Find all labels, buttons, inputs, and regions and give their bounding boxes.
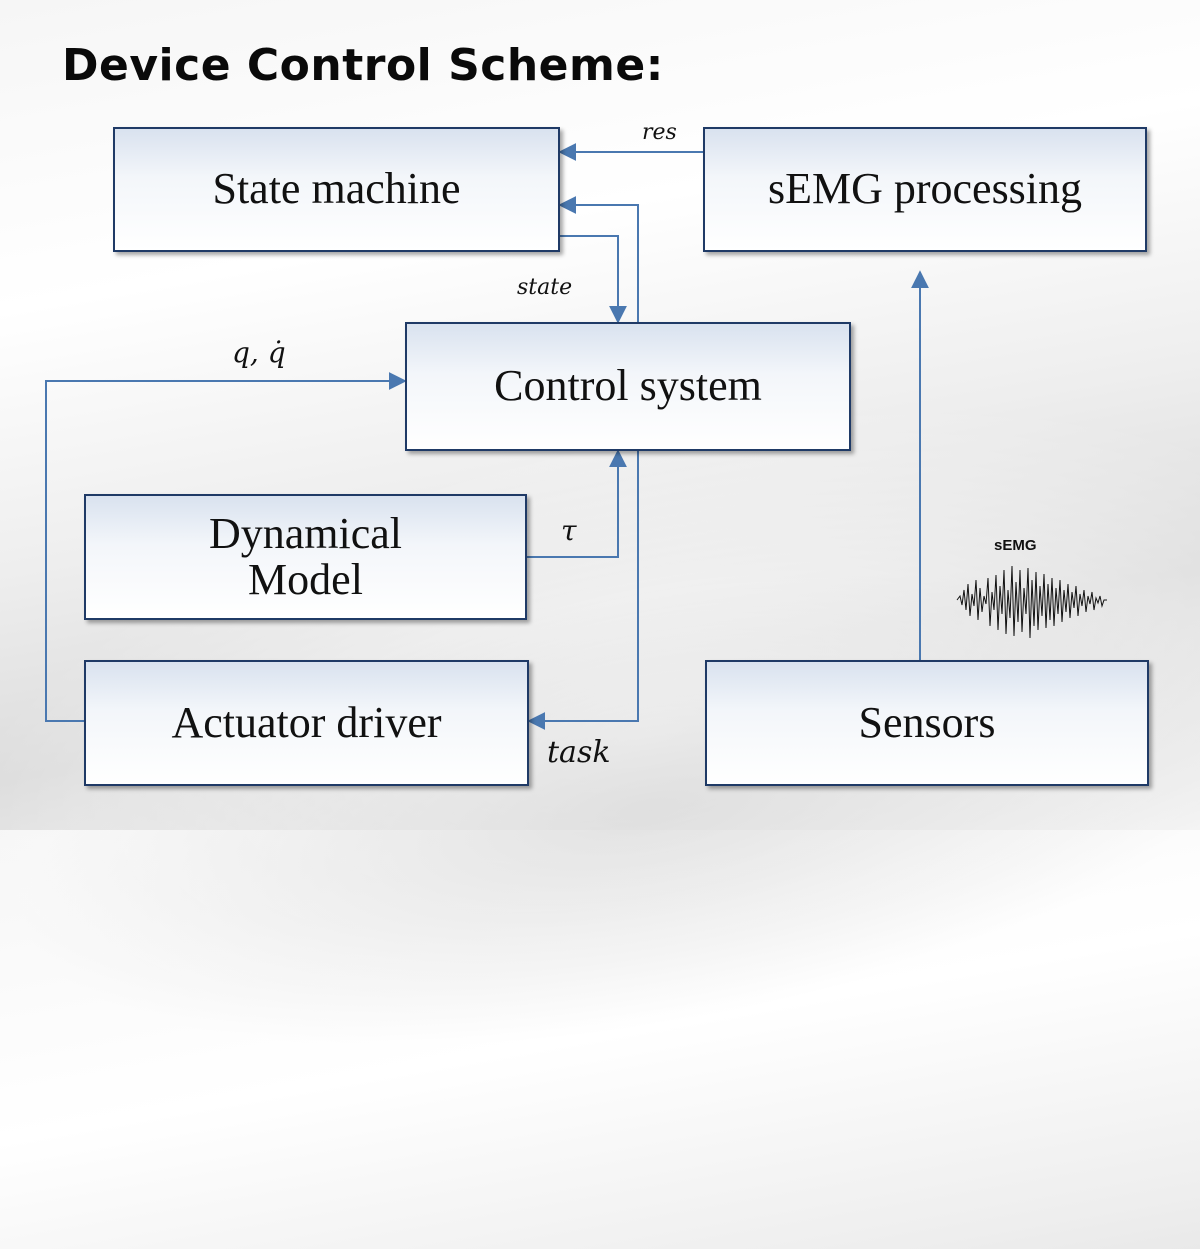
semg-processing-label: sEMG processing (767, 164, 1083, 214)
connector-arrows (45, 143, 1107, 730)
dynamical-model-box: Dynamical Model (84, 494, 527, 620)
sensors-label: Sensors (858, 697, 996, 747)
sensors-box: Sensors (705, 660, 1149, 786)
signal-task-label: task (547, 735, 611, 770)
state-machine-label: State machine (212, 164, 461, 214)
actuator-driver-label: Actuator driver (171, 697, 442, 747)
control-system-box: Control system (405, 322, 851, 451)
slide-title: Device Control Scheme: (62, 40, 664, 91)
signal-tau-label: τ (561, 514, 577, 547)
arrow-state (560, 235, 627, 324)
signal-res-label: res (642, 120, 677, 145)
actuator-driver-box: Actuator driver (84, 660, 529, 786)
arrow-control-to-state-machine (558, 196, 639, 322)
control-system-label: Control system (494, 361, 762, 411)
signal-q-qdot-label: q, q̇ (232, 336, 286, 369)
signal-state-label: state (517, 275, 573, 300)
semg-waveform (956, 565, 1107, 639)
arrow-tau (527, 449, 627, 558)
dynamical-model-label-line2: Model (248, 555, 363, 604)
dynamical-model-label-line1: Dynamical (208, 508, 403, 558)
semg-inset-label: sEMG (994, 537, 1037, 554)
arrow-task (527, 451, 639, 730)
semg-processing-box: sEMG processing (703, 127, 1147, 252)
arrow-q-qdot (45, 372, 407, 722)
state-machine-box: State machine (113, 127, 560, 252)
